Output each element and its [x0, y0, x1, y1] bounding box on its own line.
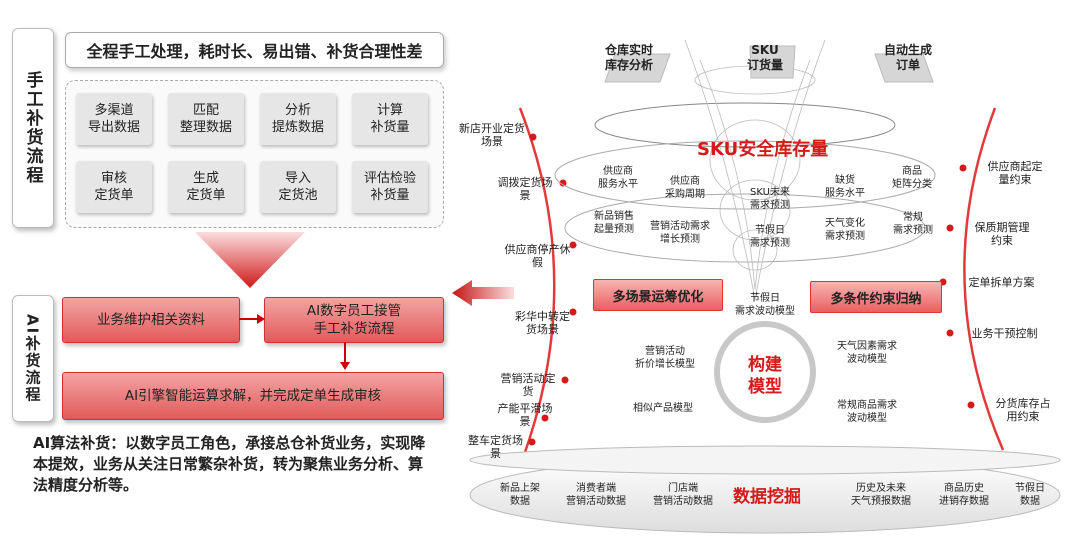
constraint-item: 供应商起定 量约束 [987, 160, 1043, 186]
data-item: 节假日 数据 [1015, 483, 1045, 507]
digital-employee-box: AI数字员工接管 手工补货流程 [264, 297, 444, 343]
scenario-item: 营销活动定 货 [500, 372, 556, 398]
constraint-item: 定单拆单方案 [968, 276, 1035, 289]
sku-item: 天气变化 需求预测 [825, 218, 865, 242]
scenario-item: 供应商停产休 假 [504, 243, 571, 269]
sku-item: 商品 矩阵分类 [892, 166, 932, 190]
data-item: 历史及未来 天气预报数据 [851, 483, 911, 507]
build-model-title: 构建 模型 [748, 355, 782, 397]
data-item: 新品上架 数据 [500, 483, 540, 507]
step-cell: 评估检验 补货量 [352, 161, 428, 213]
constraint-item: 保质期管理 约束 [974, 221, 1030, 247]
constraint-item: 分货库存占 用约束 [995, 397, 1051, 423]
sku-item: 营销活动需求 增长预测 [650, 221, 710, 245]
step-cell: 计算 补货量 [352, 93, 428, 145]
left-arrow-icon [452, 280, 514, 306]
head-auto-order: 自动生成 订单 [883, 43, 932, 72]
diagram-background [469, 39, 1061, 534]
maintain-materials-box: 业务维护相关资料 [62, 297, 240, 343]
problem-bar: 全程手工处理，耗时长、易出错、补货合理性差 [65, 32, 444, 68]
head-sku-order: SKU 订货量 [746, 43, 783, 72]
data-mining-title: 数据挖掘 [733, 487, 801, 507]
sku-item: 新品销售 起量预测 [594, 211, 634, 235]
model-item: 天气因素需求 波动模型 [837, 341, 897, 365]
model-item: 常规商品需求 波动模型 [837, 400, 897, 424]
step-cell: 导入 定货池 [260, 161, 336, 213]
sku-item: 供应商 采购周期 [665, 176, 705, 200]
sku-item: 节假日 需求预测 [750, 225, 790, 249]
model-item: 营销活动 折价增长模型 [635, 346, 695, 370]
scenario-item: 彩华中转定 货场景 [515, 310, 570, 336]
ai-engine-box: AI引擎智能运算求解，并完成定单生成审核 [62, 372, 444, 420]
manual-process-label: 手工补货流程 [12, 28, 54, 228]
data-item: 门店端 营销活动数据 [653, 483, 713, 507]
step-cell: 生成 定货单 [168, 161, 244, 213]
scenario-item: 产能平滑场 景 [497, 402, 553, 428]
down-arrow-icon [195, 232, 305, 288]
step-cell: 多渠道 导出数据 [76, 93, 152, 145]
model-item: 节假日 需求波动模型 [735, 293, 795, 317]
step-cell: 审核 定货单 [76, 161, 152, 213]
ai-note-text: AI算法补货：以数字员工角色，承接总仓补货业务，实现降本提效，业务从关注日常繁杂… [33, 434, 426, 494]
sku-item: SKU未来 需求预测 [750, 187, 790, 211]
data-item: 消费者端 营销活动数据 [566, 483, 626, 507]
scenario-item: 整车定货场 景 [468, 434, 523, 460]
step-cell: 匹配 整理数据 [168, 93, 244, 145]
right-arrow-icon [239, 314, 265, 324]
scenario-item: 调拨定货场 景 [497, 176, 553, 202]
scenario-item: 新店开业定货 场景 [459, 122, 525, 148]
multi-scenario-pill: 多场景运筹优化 [593, 279, 723, 311]
ai-process-label: AI补货流程 [12, 295, 54, 422]
data-item: 商品历史 进销存数据 [939, 483, 989, 507]
sku-item: 常规 需求预测 [893, 212, 933, 236]
sku-item: 缺货 服务水平 [825, 175, 865, 199]
manual-steps-grid: 多渠道 导出数据 匹配 整理数据 分析 提炼数据 计算 补货量 审核 定货单 生… [65, 80, 444, 228]
step-cell: 分析 提炼数据 [260, 93, 336, 145]
multi-constraint-pill: 多条件约束归纳 [810, 281, 942, 313]
model-item: 相似产品模型 [633, 403, 693, 414]
head-warehouse-stock: 仓库实时 库存分析 [604, 43, 653, 72]
constraint-item: 业务干预控制 [971, 327, 1038, 340]
sku-safety-stock-title: SKU安全库存量 [697, 139, 829, 160]
down-small-arrow-icon [340, 342, 350, 370]
sku-item: 供应商 服务水平 [598, 166, 638, 190]
